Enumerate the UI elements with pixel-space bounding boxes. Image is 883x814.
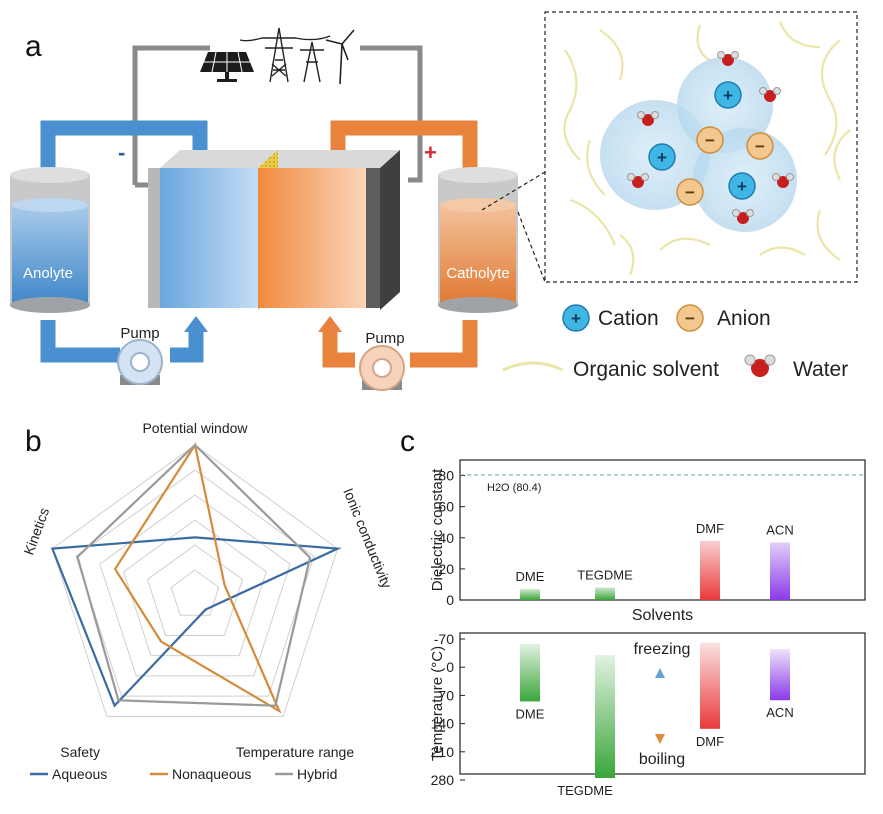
inset-cation-icons: + + + [648,81,756,200]
radar-legend-label: Nonaqueous [172,766,251,782]
negative-terminal: - [118,140,125,165]
radar-axis-label: Safety [60,744,100,760]
pipe-catholyte-top [330,120,478,175]
svg-text:+: + [723,86,733,105]
y-axis-label-dielectric: Dielectric constant [429,468,446,591]
svg-text:−: − [685,183,695,202]
bar-category-label: ACN [766,705,793,720]
dielectric-plot-frame [459,459,866,601]
pump-right-label: Pump [365,330,404,347]
water-reference-label: H2O (80.4) [487,482,541,494]
radar-series-aqueous [50,536,342,708]
radar-grid-ring [99,494,291,677]
radar-grid-ring [51,444,339,717]
temperature-bar-tegdme [595,655,615,778]
boiling-label: boiling [639,751,685,768]
radar-axis-label: Kinetics [20,506,52,558]
bar-category-label: DMF [696,734,724,749]
dielectric-bar-acn [770,542,790,600]
pump-left-icon [117,339,163,385]
anolyte-label: Anolyte [23,265,73,282]
y-tick-label: 280 [431,772,455,788]
svg-text:−: − [705,131,715,150]
svg-text:+: + [737,177,747,196]
flow-battery-schematic: Anolyte Catholyte - + Pump Pump [10,11,858,391]
radar-axis-label: Potential window [142,420,248,436]
catholyte-label: Catholyte [446,265,509,282]
y-tick-label: 60 [438,499,454,515]
transmission-tower-icon [239,27,331,83]
y-tick-label: 210 [431,744,455,760]
radar-legend-label: Aqueous [52,766,107,782]
pump-right-icon [359,345,405,391]
legend-water-icon [744,354,776,377]
positive-terminal: + [424,140,437,165]
svg-text:+: + [571,309,581,328]
wire-left [132,45,210,185]
x-axis-label-solvents: Solvents [632,607,693,624]
radar-axis-label: Ionic conductivity [340,486,390,591]
radar-series-hybrid [76,443,312,707]
pump-left-label: Pump [120,325,159,342]
panel-label-a: a [25,30,42,63]
panel-label-c: c [400,425,415,458]
y-tick-label: 20 [438,561,454,577]
radar-grid-ring [146,544,244,636]
radar-grid-ring [123,519,267,657]
legend-anion-label: Anion [717,307,771,330]
bar-category-label: ACN [766,522,793,537]
y-tick-label: 70 [438,687,454,703]
freezing-label: freezing [634,641,691,658]
legend-anion: − [676,304,704,332]
svg-text:+: + [657,148,667,167]
temperature-bar-acn [770,649,790,701]
y-tick-label: 140 [431,716,455,732]
legend-solvent-label: Organic solvent [573,358,719,381]
solvent-chains [563,21,851,276]
dielectric-bar-dme [520,589,540,600]
y-tick-label: 80 [438,468,454,484]
temperature-plot-frame [459,632,866,775]
radar-legend-label: Hybrid [297,766,337,782]
bar-category-label: DME [516,569,545,584]
inset-anion-icons: − − − [676,126,774,206]
legend-cation: + [562,304,590,332]
pipe-catholyte-bottom [410,320,478,368]
legend-water-label: Water [793,358,848,381]
legend-solvent-icon [502,361,564,372]
catholyte-tank [438,167,518,313]
radar-grid-ring [170,569,220,616]
y-tick-label: -70 [434,631,454,647]
flow-cell [148,150,400,310]
pipe-anolyte-top [40,120,208,175]
radar-axis-label: Temperature range [236,744,355,760]
temperature-bar-dmf [700,642,720,729]
svg-text:−: − [755,137,765,156]
panel-label-b: b [25,425,42,458]
bar-category-label: TEGDME [577,568,633,583]
bar-category-label: DMF [696,521,724,536]
y-tick-label: 40 [438,530,454,546]
solar-panel-icon [200,51,254,82]
bar-category-label: DME [516,706,545,721]
bar-category-label: TEGDME [557,783,613,798]
pipe-anolyte-bottom [40,320,120,363]
temperature-bar-dme [520,643,540,702]
svg-text:−: − [685,309,695,328]
y-tick-label: 0 [446,592,454,608]
radar-series-nonaqueous [113,442,282,714]
dielectric-bar-dmf [700,540,720,600]
legend-cation-label: Cation [598,307,659,330]
wind-turbine-icon [325,29,355,85]
anolyte-tank [10,167,90,313]
y-tick-label: 0 [446,659,454,675]
wire-right [360,45,423,183]
inset-water-icons [627,51,794,224]
dielectric-bar-tegdme [595,587,615,600]
y-axis-label-temperature: Temperature (°C) [429,646,446,761]
